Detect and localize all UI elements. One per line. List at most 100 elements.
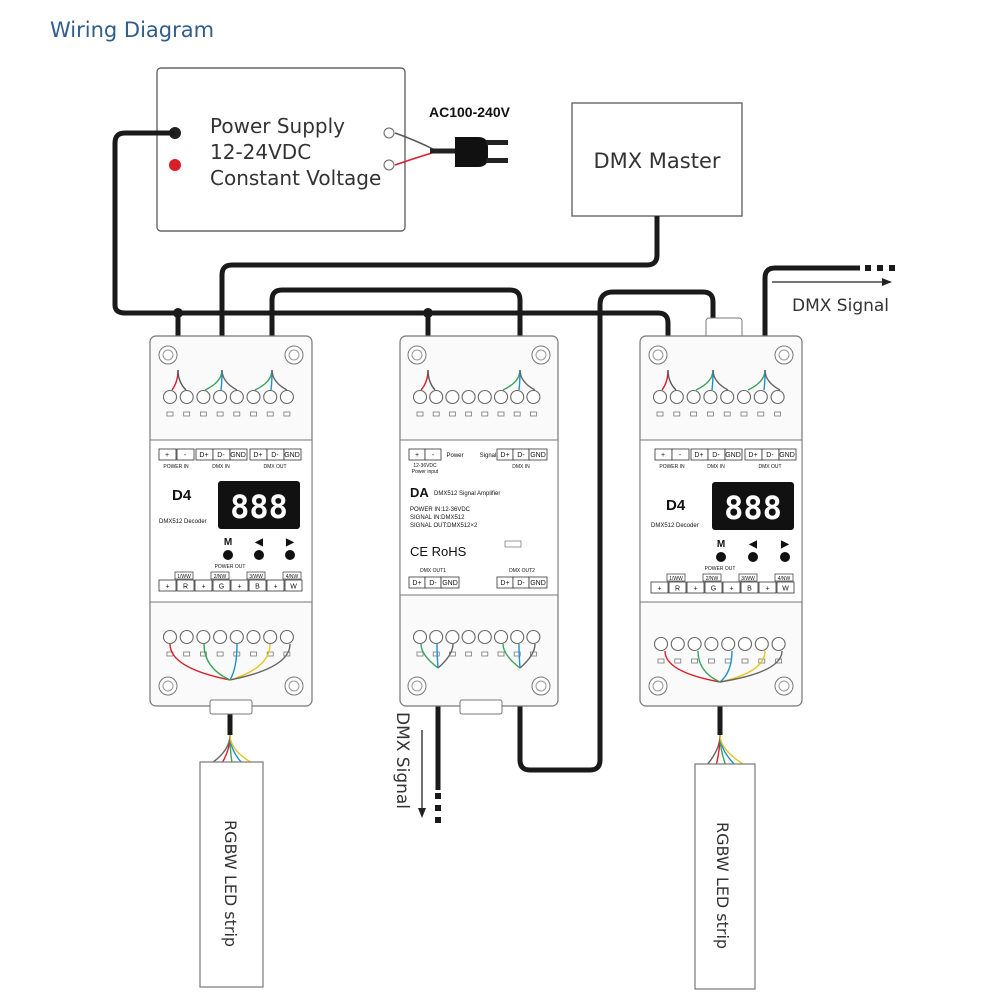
amp-out1-dminus: D- [429, 580, 437, 587]
dec1-button-m[interactable] [223, 550, 233, 560]
terminal-screw [246, 629, 261, 645]
amp-model: DA [410, 485, 429, 500]
dec1-button-right[interactable] [285, 550, 295, 560]
terminal-screw [429, 629, 444, 645]
dec1-pin-plus: + [165, 452, 169, 459]
terminal-screw [720, 389, 735, 405]
terminal-screw [493, 629, 509, 645]
dec2-button-left-label: ◀ [748, 539, 757, 550]
dec2-channel-label: 2/NW [706, 576, 719, 582]
terminal-screw [246, 389, 261, 405]
amp-out2-dminus: D- [517, 580, 525, 587]
dec1-button-m-label: M [224, 537, 232, 548]
dec1-out-pin: + [165, 584, 169, 591]
terminal-screw [669, 389, 684, 405]
amp-spec2: SIGNAL IN:DMX512 [410, 515, 465, 521]
terminal-screw [429, 389, 444, 405]
dec2-button-left[interactable] [748, 552, 758, 562]
strip2-label: RGBW LED strip [713, 822, 732, 949]
dec2-dmx-out-gnd: GND [779, 452, 795, 459]
dec2-button-m-label: M [717, 539, 725, 550]
dec1-channel-label: 4/NW [286, 574, 299, 580]
terminal-screw [461, 389, 476, 405]
ac-voltage-label: AC100-240V [429, 104, 511, 120]
decoder-2: + - POWER IN D+ D- GND DMX IN D+ D- GND … [639, 317, 803, 707]
terminal-screw [770, 389, 785, 405]
dec2-dmx-in-gnd: GND [725, 452, 741, 459]
terminal-screw [162, 389, 178, 405]
amp-dmx-in-gnd: GND [530, 452, 546, 459]
dec2-power-out-label: POWER OUT [705, 566, 736, 572]
dec2-top-terminals [652, 389, 785, 417]
dmx-signal-right-arrow [772, 265, 895, 286]
dec2-led-display [712, 482, 794, 530]
amp-out1-label: DMX OUT1 [420, 568, 446, 574]
dec1-top-terminals [162, 389, 294, 417]
dec2-power-in-label: POWER IN [659, 464, 685, 470]
terminal-screw [229, 389, 244, 405]
terminal-screw [213, 389, 228, 405]
dec1-out-pin: B [255, 584, 260, 591]
amp-pin-plus: + [415, 452, 419, 459]
dec1-dmx-out-dminus: D- [271, 452, 279, 459]
amp-out1-gnd: GND [442, 580, 458, 587]
dec2-out-pin: + [765, 586, 769, 593]
terminal-screw [445, 389, 460, 405]
dec1-name: DMX512 Decoder [159, 519, 207, 525]
terminal-screw [703, 389, 718, 405]
dmx-signal-right-label: DMX Signal [792, 296, 889, 316]
dec2-dmx-in-label: DMX IN [707, 464, 725, 470]
amp-spec1: POWER IN:12-36VDC [410, 507, 471, 513]
dec2-channel-label: 4/NW [778, 576, 791, 582]
amp-power-sub1: 12-36VDC [413, 463, 437, 469]
dec1-button-right-label: ▶ [285, 537, 295, 548]
dec1-model: D4 [172, 487, 192, 504]
dec1-dmx-out-dplus: D+ [253, 452, 262, 459]
dec2-channel-label: 3/WW [741, 576, 755, 582]
ac-plug-icon [394, 132, 508, 167]
dmx-master-label: DMX Master [593, 149, 720, 173]
amp-power-label: Power [446, 453, 463, 459]
dec2-out-pin: W [782, 586, 789, 593]
dec1-button-left[interactable] [254, 550, 264, 560]
dec1-out-pin: + [273, 584, 277, 591]
dec2-button-right[interactable] [780, 552, 790, 562]
terminal-screw [461, 629, 476, 645]
terminal-screw [737, 636, 753, 652]
dec2-button-m[interactable] [716, 552, 726, 562]
terminal-screw [196, 629, 211, 645]
amp-name: DMX512 Signal Amplifier [434, 491, 500, 497]
dec2-out-pin: + [693, 586, 697, 593]
psu-line2: 12-24VDC [210, 140, 311, 164]
dmx-signal-down-label: DMX Signal [392, 712, 412, 809]
dec2-dmx-out-dminus: D- [766, 452, 774, 459]
dec2-dmx-in-dplus: D+ [694, 452, 703, 459]
amp-signal-label: Signal [480, 453, 497, 459]
terminal-screw [477, 389, 492, 405]
amp-out1-dplus: D+ [412, 580, 421, 587]
dec1-dmx-in-gnd: GND [230, 452, 246, 459]
dec2-button-right-label: ▶ [780, 539, 790, 550]
psu-line3: Constant Voltage [210, 166, 381, 190]
signal-amplifier: + - Power 12-36VDC Power input Signal D+… [399, 335, 559, 715]
terminal-screw [412, 389, 428, 405]
terminal-screw [736, 389, 752, 405]
diagram-title: Wiring Diagram [50, 18, 215, 42]
dec2-dmx-out-dplus: D+ [748, 452, 757, 459]
dmx-master: DMX Master [571, 102, 743, 217]
amp-spec3: SIGNAL OUT:DMX512×2 [410, 523, 478, 529]
terminal-screw [687, 636, 702, 652]
rgbw-led-strip-1: RGBW LED strip [199, 761, 264, 988]
terminal-screw [754, 636, 769, 652]
terminal-screw [279, 629, 294, 645]
dec1-bottom-terminals [162, 629, 294, 657]
amp-out2-label: DMX OUT2 [509, 568, 535, 574]
dec1-dmx-out-label: DMX OUT [263, 464, 286, 470]
dec2-model: D4 [666, 497, 686, 514]
dec2-pin-minus: - [679, 452, 682, 459]
terminal-screw [670, 636, 685, 652]
terminal-screw [162, 629, 178, 645]
terminal-screw [213, 629, 228, 645]
